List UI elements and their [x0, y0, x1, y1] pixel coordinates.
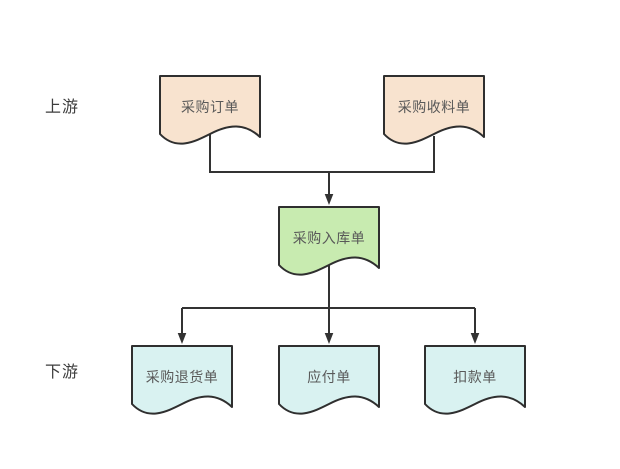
edge-fanout-downstream [181, 264, 476, 335]
node-label-payable: 应付单 [307, 370, 351, 386]
node-purchase-inbound[interactable]: 采购入库单 [278, 206, 380, 278]
arrowhead-deduction [470, 333, 480, 344]
node-label-purchase-return: 采购退货单 [145, 370, 219, 386]
node-purchase-receipt[interactable]: 采购收料单 [383, 75, 485, 147]
node-label-purchase-inbound: 采购入库单 [292, 231, 366, 247]
document-shape [278, 206, 380, 276]
stage-label-downstream: 下游 [44, 362, 79, 381]
stage-label-upstream: 上游 [44, 97, 79, 116]
node-label-purchase-receipt: 采购收料单 [397, 100, 471, 116]
node-purchase-order[interactable]: 采购订单 [159, 75, 261, 147]
node-payable[interactable]: 应付单 [278, 345, 380, 417]
document-shape [131, 345, 233, 415]
node-label-deduction: 扣款单 [453, 370, 497, 386]
document-shape [424, 345, 526, 415]
arrowhead-return [177, 333, 187, 344]
edge-merge-upstream [209, 134, 435, 173]
node-purchase-return[interactable]: 采购退货单 [131, 345, 233, 417]
document-shape [159, 75, 261, 145]
node-label-purchase-order: 采购订单 [181, 100, 239, 116]
document-shape [278, 345, 380, 415]
arrowhead-payable [324, 333, 334, 344]
node-deduction[interactable]: 扣款单 [424, 345, 526, 417]
arrowhead-inbound [324, 194, 334, 205]
document-shape [383, 75, 485, 145]
